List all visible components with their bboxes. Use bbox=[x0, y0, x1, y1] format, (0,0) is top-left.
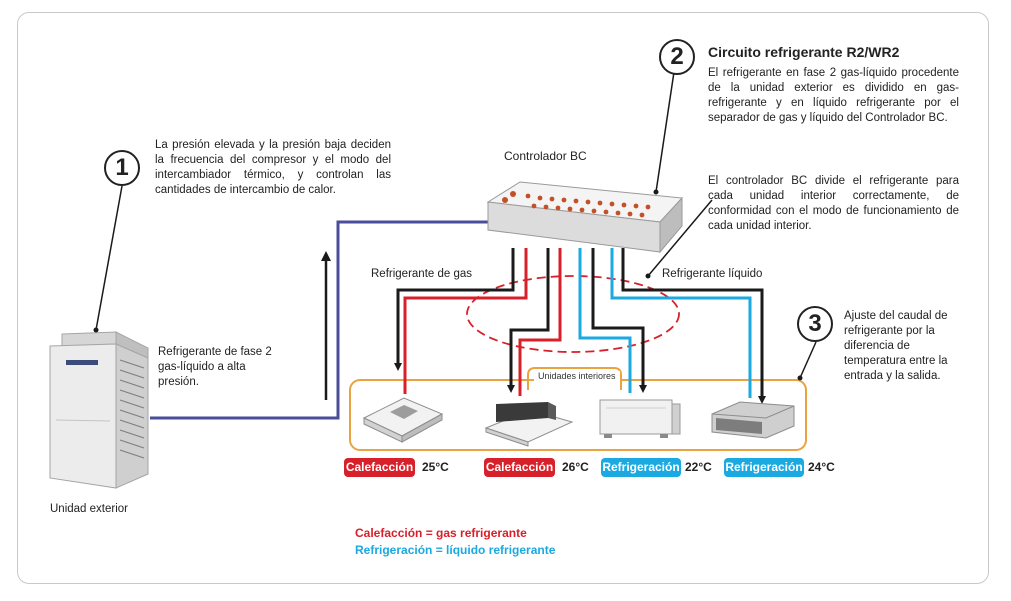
indoor-unit-floor bbox=[599, 399, 681, 438]
mode-badge-unit-2: Calefacción bbox=[484, 458, 555, 477]
legend-cool: Refrigeración = líquido refrigerante bbox=[355, 543, 556, 557]
pipe-unit3-blue bbox=[578, 248, 632, 393]
controller-label: Controlador BC bbox=[504, 149, 587, 163]
step-2-number: 2 bbox=[659, 39, 695, 75]
indoor-units-tab bbox=[527, 367, 622, 390]
temp-unit-4: 24°C bbox=[808, 460, 835, 474]
step-1-number: 1 bbox=[104, 150, 140, 186]
leader-2 bbox=[655, 71, 675, 193]
pipe-unit1-black bbox=[394, 248, 515, 371]
legend-heat: Calefacción = gas refrigerante bbox=[355, 526, 527, 540]
temp-unit-2: 26°C bbox=[562, 460, 589, 474]
pipe-unit2-black bbox=[507, 248, 550, 393]
mode-badge-unit-4: Refrigeración bbox=[724, 458, 804, 477]
bc-note: El controlador BC divide el refrigerante… bbox=[708, 175, 959, 232]
pipe-unit4-black bbox=[621, 248, 766, 404]
gas-label: Refrigerante de gas bbox=[371, 268, 473, 280]
outdoor-unit bbox=[49, 331, 149, 489]
step-2-title: Circuito refrigerante R2/WR2 bbox=[708, 44, 900, 60]
outdoor-label: Unidad exterior bbox=[50, 503, 128, 515]
pipe-unit4-blue bbox=[610, 248, 752, 398]
leader-1 bbox=[95, 185, 123, 331]
step-1-text: La presión elevada y la presión baja dec… bbox=[155, 139, 391, 196]
pipe-unit1-red bbox=[403, 248, 528, 394]
separator-ellipse bbox=[466, 275, 680, 353]
indoor-unit-ducted bbox=[711, 401, 795, 439]
two-phase-label: Refrigerante de fase 2 gas-líquido a alt… bbox=[158, 346, 272, 388]
leader-3 bbox=[799, 341, 817, 379]
pipe-unit2-red bbox=[518, 248, 562, 396]
mode-badge-unit-3: Refrigeración bbox=[601, 458, 681, 477]
indoor-group-label: Unidades interiores bbox=[534, 371, 620, 381]
pipe-unit3-black bbox=[591, 248, 647, 393]
step-3-number: 3 bbox=[797, 306, 833, 342]
diagram-frame bbox=[17, 12, 989, 584]
main-two-phase-line bbox=[150, 220, 498, 420]
indoor-unit-cassette-2 bbox=[484, 402, 574, 447]
liquid-label: Refrigerante líquido bbox=[662, 268, 763, 280]
temp-unit-1: 25°C bbox=[422, 460, 449, 474]
step-2-text: El refrigerante en fase 2 gas-líquido pr… bbox=[708, 67, 959, 124]
temp-unit-3: 22°C bbox=[685, 460, 712, 474]
leader-bc-note bbox=[647, 199, 713, 277]
step-3-text: Ajuste del caudal de refrigerante por la… bbox=[844, 310, 948, 382]
bc-controller bbox=[486, 181, 684, 254]
mode-badge-unit-1: Calefacción bbox=[344, 458, 415, 477]
indoor-unit-cassette-1 bbox=[362, 397, 444, 443]
